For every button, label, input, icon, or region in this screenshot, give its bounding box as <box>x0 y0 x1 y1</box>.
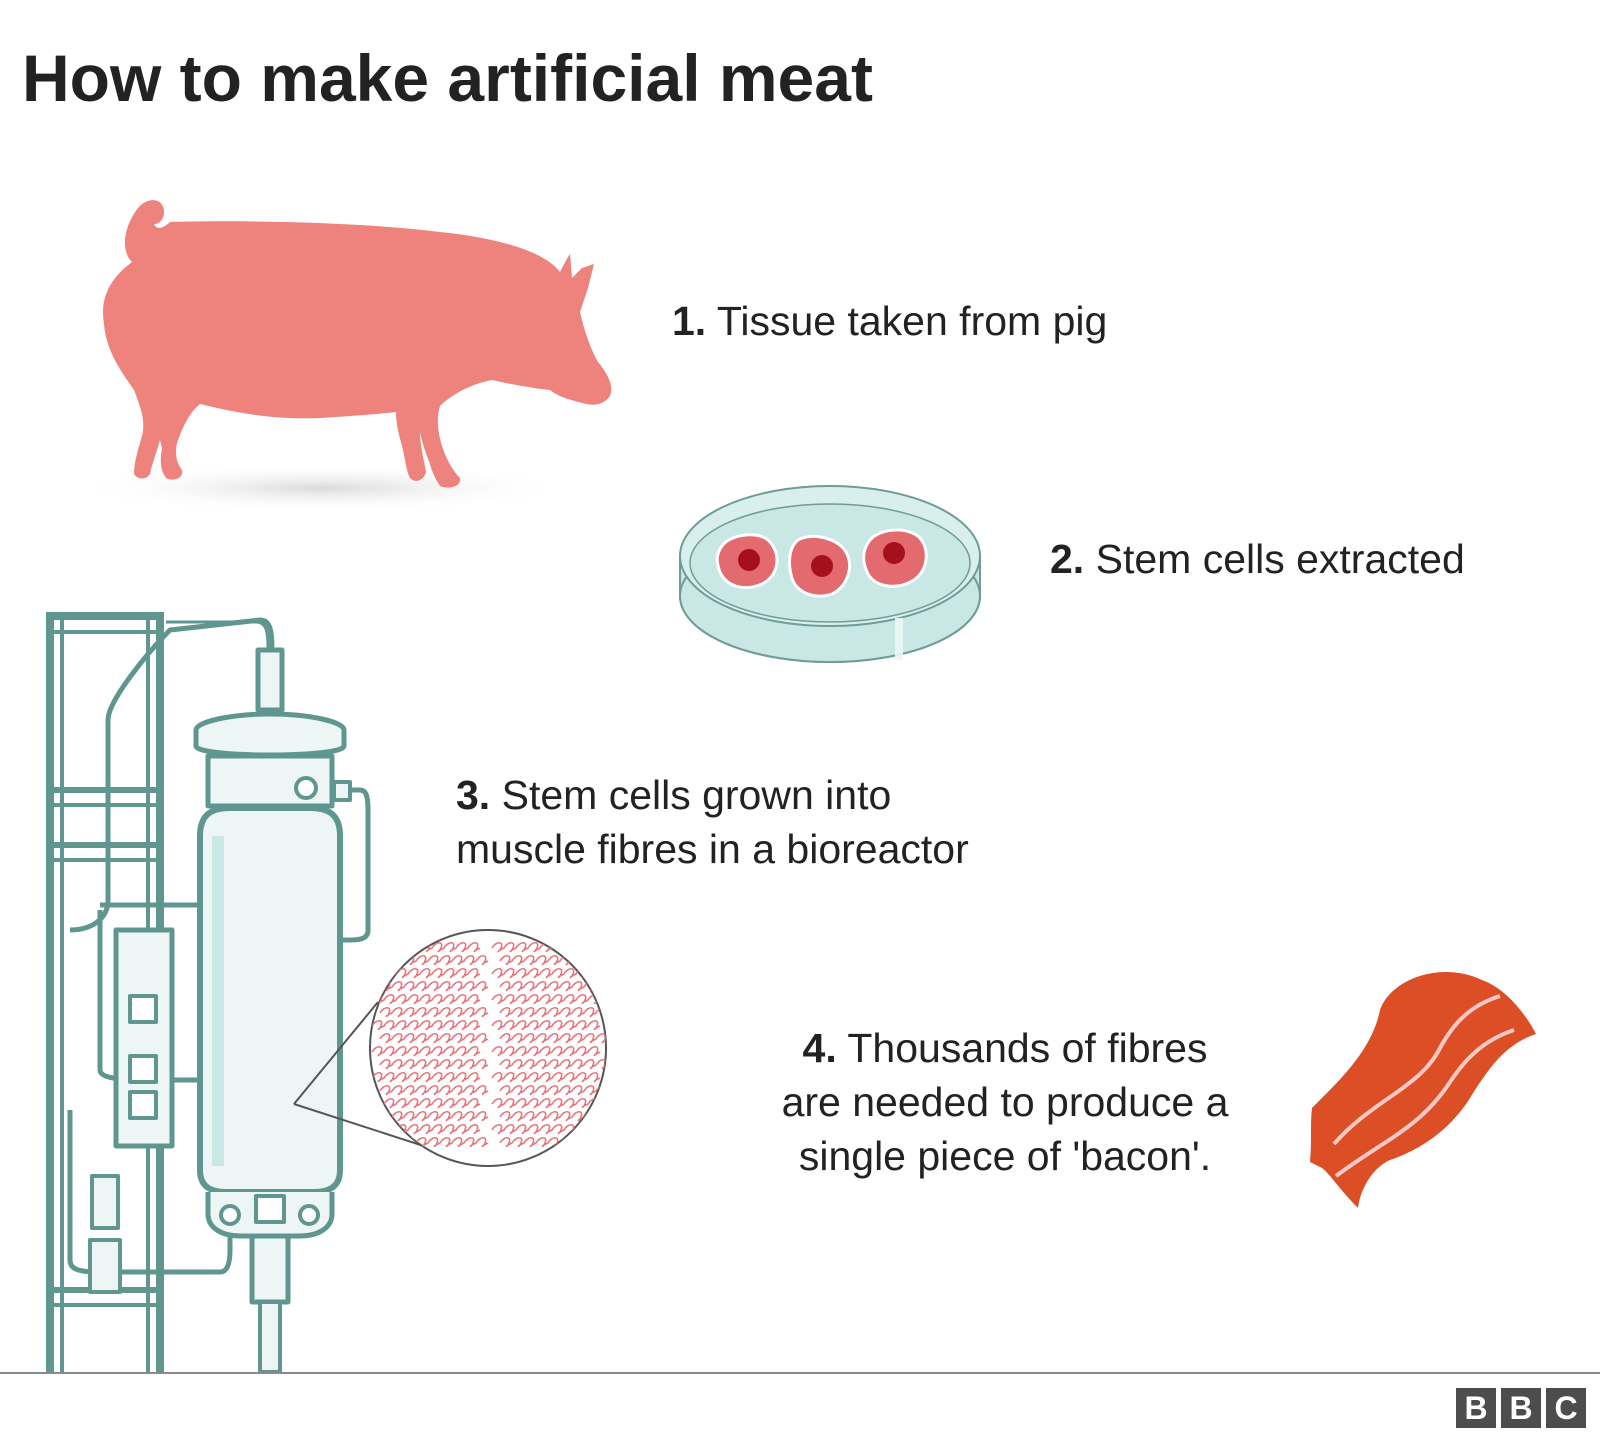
step-1: 1. Tissue taken from pig <box>672 294 1107 348</box>
step-4-line-3: single piece of 'bacon'. <box>798 1133 1212 1179</box>
muscle-fibre-strand <box>491 1045 601 1057</box>
muscle-fibre-strand <box>379 1032 489 1044</box>
muscle-fibre-strand <box>371 993 481 1005</box>
step-3: 3. Stem cells grown into muscle fibres i… <box>456 768 969 876</box>
bbc-logo-letter: B <box>1501 1388 1541 1428</box>
muscle-fibre-strand <box>371 1045 481 1057</box>
muscle-fibre-strand <box>371 1019 481 1031</box>
step-3-line-1: Stem cells grown into <box>501 772 892 818</box>
step-4: 4. Thousands of fibres are needed to pro… <box>700 1021 1310 1183</box>
step-2-text: Stem cells extracted <box>1095 536 1465 582</box>
bioreactor-icon <box>46 612 371 1374</box>
muscle-fibre-strand <box>379 1084 489 1096</box>
stem-cell <box>715 533 779 589</box>
step-3-line-2: muscle fibres in a bioreactor <box>456 826 969 872</box>
muscle-fibre-strand <box>379 1006 489 1018</box>
bbc-logo-letter: B <box>1456 1388 1496 1428</box>
muscle-fibre-strand <box>491 1071 601 1083</box>
muscle-fibre-strand <box>379 1110 489 1122</box>
step-4-line-1: Thousands of fibres <box>847 1025 1208 1071</box>
step-4-number: 4. <box>802 1025 837 1071</box>
step-1-number: 1. <box>672 298 707 344</box>
bbc-logo-letter: C <box>1546 1388 1586 1428</box>
muscle-fibre-strand <box>499 1006 606 1018</box>
pig-icon <box>72 200 612 512</box>
step-4-line-2: are needed to produce a <box>781 1079 1229 1125</box>
stem-cell <box>788 535 851 598</box>
muscle-fibre-strand <box>499 1084 606 1096</box>
muscle-fibre-strand <box>371 1071 481 1083</box>
step-2: 2. Stem cells extracted <box>1050 532 1465 586</box>
stem-cell <box>862 528 928 588</box>
muscle-fibre-strand <box>491 1019 601 1031</box>
bacon-icon <box>1310 971 1536 1208</box>
muscle-fibre-strand <box>491 1097 601 1109</box>
muscle-fibre-strand <box>379 1058 489 1070</box>
muscle-fibre-strand <box>499 1032 606 1044</box>
petri-dish-icon <box>679 485 981 663</box>
bbc-logo: B B C <box>1456 1388 1586 1428</box>
step-1-text: Tissue taken from pig <box>716 298 1108 344</box>
muscle-fibre-strand <box>371 1097 481 1109</box>
step-3-number: 3. <box>456 772 491 818</box>
page-title: How to make artificial meat <box>22 41 873 115</box>
muscle-fibres-magnifier-icon <box>293 929 607 1167</box>
ground-line <box>0 1372 1600 1374</box>
muscle-fibre-strand <box>499 1058 606 1070</box>
muscle-fibre-strand <box>491 993 601 1005</box>
muscle-fibre-strand <box>379 980 489 992</box>
step-2-number: 2. <box>1050 536 1085 582</box>
